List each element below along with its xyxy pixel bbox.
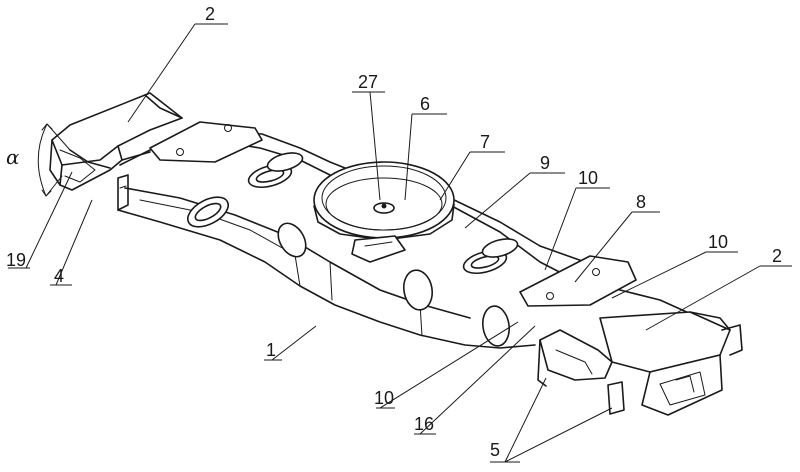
ref-27: 27 (358, 72, 378, 92)
ref-19: 19 (6, 250, 26, 270)
ref-2-right: 2 (772, 246, 782, 266)
leader-lines (8, 23, 792, 463)
oval-openings (186, 152, 519, 347)
ref-7: 7 (480, 132, 490, 152)
ref-4: 4 (54, 266, 64, 286)
centre-pivot (313, 161, 455, 263)
right-top-plate (519, 255, 637, 307)
ref-1: 1 (266, 340, 276, 360)
angle-indicator (37, 123, 71, 197)
ref-alpha: α (6, 145, 20, 169)
ref-10-top: 10 (578, 168, 598, 188)
ref-5: 5 (490, 440, 500, 460)
ref-9: 9 (540, 153, 550, 173)
ref-10-bottom: 10 (374, 388, 394, 408)
reference-labels: 2 27 6 7 9 10 8 10 2 α 19 4 1 10 16 5 (6, 4, 782, 460)
left-top-plate (149, 121, 263, 163)
right-end-block (537, 311, 743, 416)
ref-2-left: 2 (205, 4, 215, 24)
ref-8: 8 (636, 192, 646, 212)
ref-10-right: 10 (708, 232, 728, 252)
ref-6: 6 (420, 94, 430, 114)
ref-16: 16 (414, 414, 434, 434)
